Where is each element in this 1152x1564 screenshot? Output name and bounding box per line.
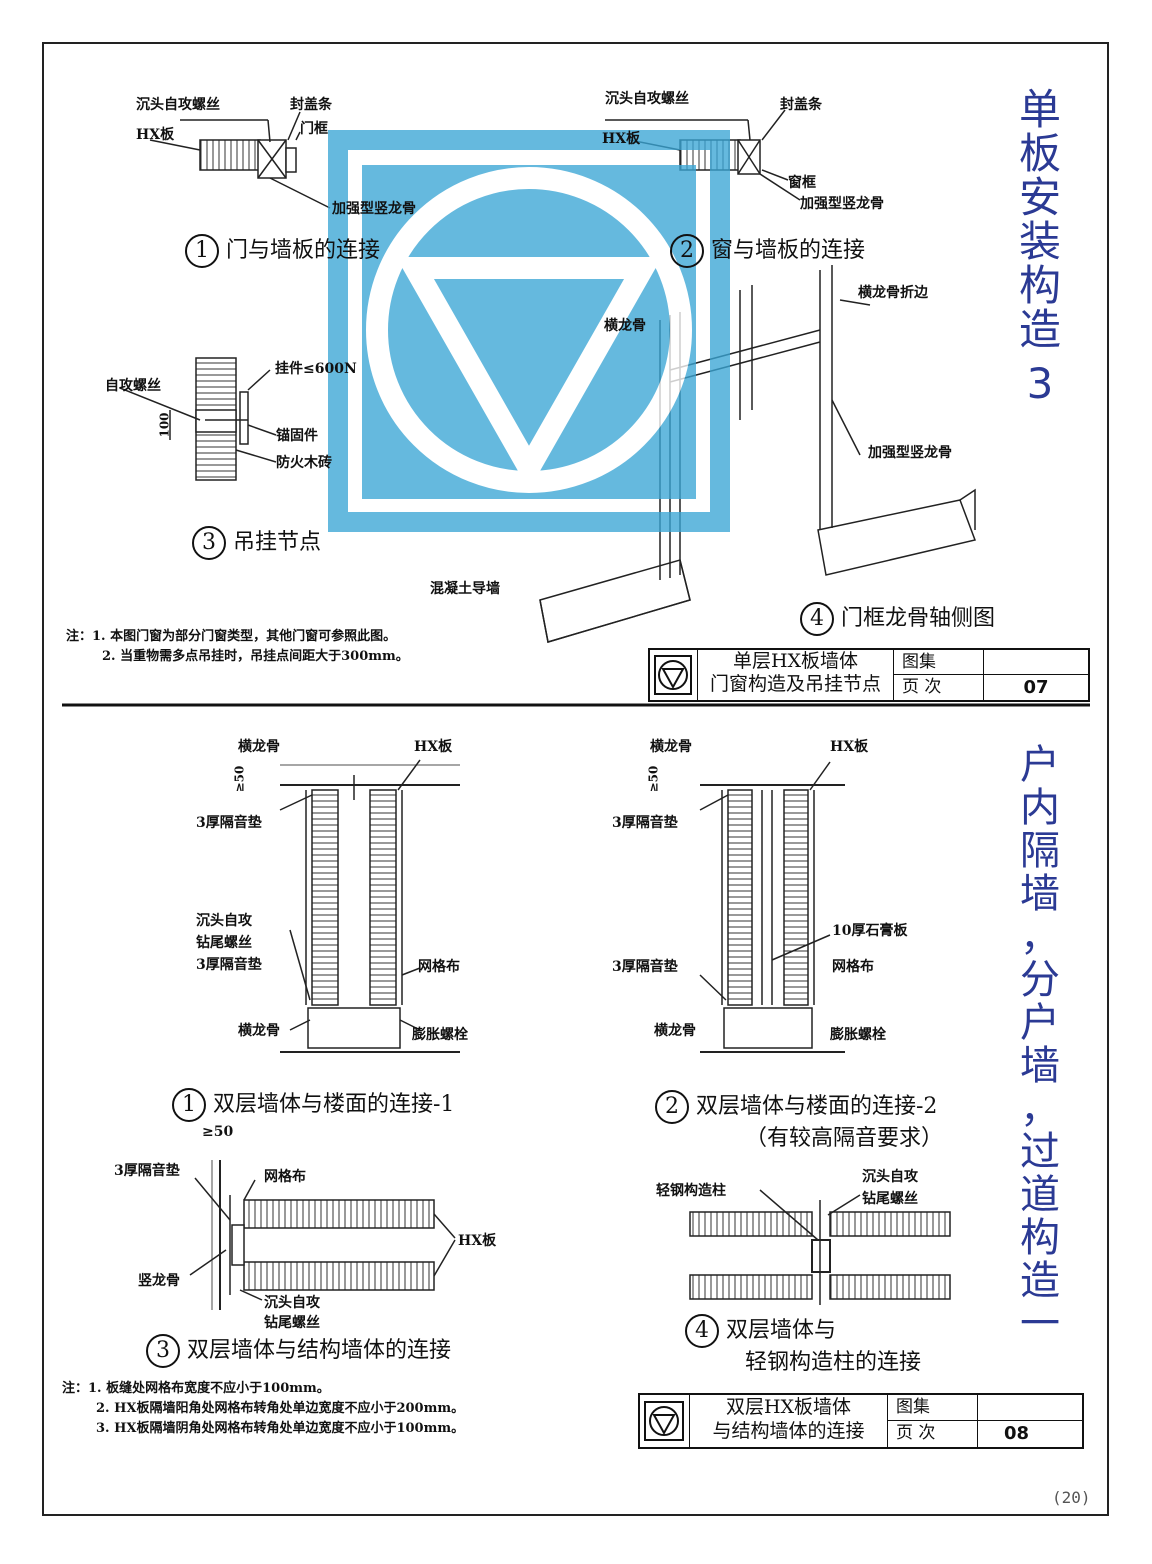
label: 横龙骨	[604, 318, 646, 334]
label: 3厚隔音垫	[196, 957, 262, 973]
title-block-name: 单层HX板墙体 门窗构造及吊挂节点	[698, 650, 894, 700]
label: 横龙骨折边	[858, 285, 928, 301]
label: 网格布	[264, 1169, 306, 1185]
b-fig4-caption-2: 轻钢构造柱的连接	[745, 1350, 922, 1375]
label: 封盖条	[780, 97, 822, 113]
label: HX板	[414, 739, 453, 755]
label: 3厚隔音垫	[612, 959, 678, 975]
label: 锚固件	[276, 428, 318, 444]
label: HX板	[458, 1233, 497, 1249]
label: 3厚隔音垫	[196, 815, 262, 831]
dimension: ≥50	[202, 1124, 234, 1140]
b-fig2-caption: 2 双层墙体与楼面的连接-2	[655, 1088, 937, 1124]
label: 沉头自攻	[862, 1169, 918, 1185]
atlas-label: 图集	[894, 650, 984, 675]
fig3-structural-wall-connection	[189, 1160, 456, 1310]
bottom-section-title: 户 内 隔 墙 ， 分 户 墙 ， 过 道 构 造 一	[1020, 742, 1060, 1347]
label: 挂件≤600N	[275, 361, 357, 377]
bottom-note-3: 3. HX板隔墙阴角处网格布转角处单边宽度不应小于100mm。	[96, 1421, 465, 1436]
label: 窗框	[788, 175, 816, 191]
label: 钻尾螺丝	[862, 1191, 918, 1207]
label: 封盖条	[290, 97, 332, 113]
label: 加强型竖龙骨	[868, 445, 952, 461]
fig1-floor-connection-1	[279, 759, 460, 1053]
label: 沉头自攻螺丝	[605, 91, 689, 107]
label: 竖龙骨	[138, 1273, 180, 1289]
label: 膨胀螺栓	[412, 1027, 468, 1043]
page-value: 08	[1004, 1423, 1030, 1444]
label: 3厚隔音垫	[114, 1163, 180, 1179]
label: 加强型竖龙骨	[332, 201, 416, 217]
label: 横龙骨	[238, 1023, 280, 1039]
label: HX板	[602, 131, 641, 147]
label: 自攻螺丝	[105, 378, 161, 394]
fig1-caption: 1 门与墙板的连接	[185, 232, 380, 268]
b-fig1-caption: 1 双层墙体与楼面的连接-1	[172, 1086, 454, 1122]
label: 门框	[300, 121, 328, 137]
label: 膨胀螺栓	[830, 1027, 886, 1043]
label: HX板	[136, 127, 175, 143]
label: 横龙骨	[238, 739, 280, 755]
label: 横龙骨	[650, 739, 692, 755]
fig2-caption: 2 窗与墙板的连接	[670, 232, 865, 268]
dimension: 100	[157, 412, 172, 438]
label: 加强型竖龙骨	[800, 196, 884, 212]
b-fig4-caption: 4 双层墙体与	[685, 1312, 836, 1348]
page-value: 07	[1023, 677, 1049, 698]
page-number: (20)	[1052, 1488, 1091, 1507]
logo-icon	[644, 1401, 684, 1441]
page-label: 页 次	[888, 1421, 978, 1447]
label: 沉头自攻螺丝	[136, 97, 220, 113]
fig3-hanging-node	[119, 357, 277, 481]
fig2-floor-connection-2	[699, 761, 845, 1053]
label: 沉头自攻	[196, 913, 252, 929]
page-label: 页 次	[894, 675, 984, 700]
atlas-label: 图集	[888, 1395, 978, 1421]
label: 防火木砖	[276, 455, 332, 471]
fig1-door-joint	[149, 111, 331, 209]
label: 钻尾螺丝	[196, 935, 252, 951]
label: 10厚石膏板	[832, 923, 908, 939]
watermark-logo	[328, 130, 730, 532]
title-block-name: 双层HX板墙体 与结构墙体的连接	[690, 1395, 888, 1447]
b-fig3-caption: 3 双层墙体与结构墙体的连接	[146, 1332, 451, 1368]
top-note-1: 注：1. 本图门窗为部分门窗类型，其他门窗可参照此图。	[66, 629, 397, 644]
label: 网格布	[832, 959, 874, 975]
label: 轻钢构造柱	[656, 1183, 726, 1199]
title-block-logo	[640, 1395, 690, 1447]
label: 3厚隔音垫	[612, 815, 678, 831]
label: 沉头自攻	[264, 1295, 320, 1311]
top-section-title: 单 板 安 装 构 造 3	[1018, 85, 1061, 408]
fig4-steel-column-connection	[689, 1189, 951, 1305]
drawing-frame	[42, 42, 1109, 1516]
atlas-value	[984, 650, 1088, 675]
label: HX板	[830, 739, 869, 755]
label: 网格布	[418, 959, 460, 975]
fig4-caption: 4 门框龙骨轴侧图	[800, 600, 995, 636]
logo-icon	[654, 655, 692, 695]
atlas-value	[978, 1395, 1082, 1421]
dimension: ≥50	[232, 765, 247, 793]
dimension: ≥50	[646, 765, 661, 793]
bottom-title-block: 双层HX板墙体 与结构墙体的连接 图集 页 次 08	[638, 1393, 1084, 1449]
bottom-note-1: 注：1. 板缝处网格布宽度不应小于100mm。	[62, 1381, 330, 1396]
top-note-2: 2. 当重物需多点吊挂时，吊挂点间距大于300mm。	[102, 649, 409, 664]
bottom-note-2: 2. HX板隔墙阳角处网格布转角处单边宽度不应小于200mm。	[96, 1401, 465, 1416]
b-fig2-caption-2: （有较高隔音要求）	[745, 1126, 944, 1151]
fig3-caption: 3 吊挂节点	[192, 524, 321, 560]
top-title-block: 单层HX板墙体 门窗构造及吊挂节点 图集 页 次 07	[648, 648, 1090, 702]
label: 混凝土导墙	[430, 581, 500, 597]
label: 钻尾螺丝	[264, 1315, 320, 1331]
label: 横龙骨	[654, 1023, 696, 1039]
title-block-logo	[650, 650, 698, 700]
